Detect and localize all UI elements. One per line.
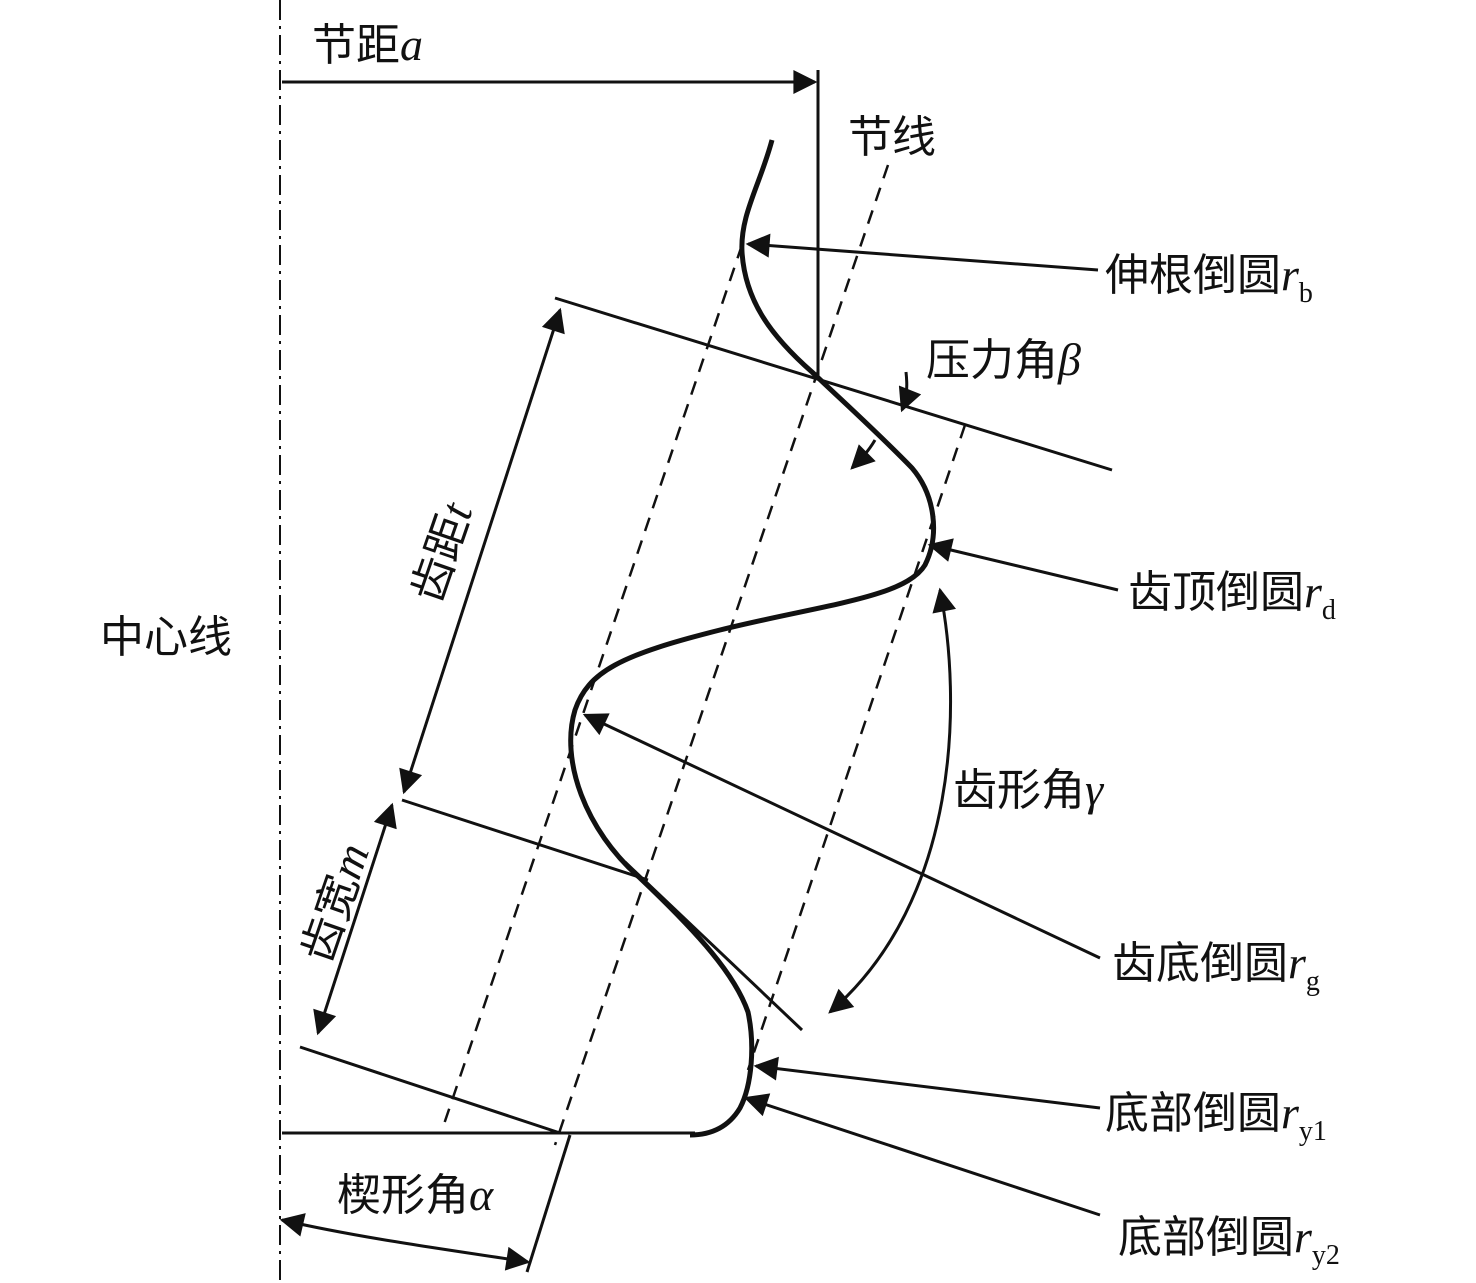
base-fillet-1-label: 底部倒圆ry1: [1105, 1087, 1327, 1147]
pitch-line-label: 节线: [848, 112, 936, 163]
tooth-pitch-upper-line: [554, 296, 1113, 472]
tooth-pitch-lower-line: [401, 798, 649, 882]
tip-fillet-label: 齿顶倒圆rd: [1128, 566, 1336, 626]
tooth-width-lower-line: [299, 1045, 561, 1135]
pitch-label: 节距a: [312, 19, 423, 71]
bottom-fillet-label: 齿底倒圆rg: [1112, 937, 1320, 997]
dashed-line-1: [440, 244, 744, 1131]
pressure-angle-label: 压力角β: [926, 334, 1081, 386]
base-fillet-1-leader: [753, 1056, 1101, 1110]
tip-fillet-leader: [927, 538, 1119, 592]
root-fillet-label: 伸根倒圆rb: [1105, 249, 1313, 309]
tooth-width-label: 齿宽m: [291, 837, 380, 969]
pitch-line: [553, 164, 890, 1146]
pressure-angle-arc-lower: [850, 439, 877, 470]
wedge-angle-arc: [279, 1213, 531, 1271]
tooth-pitch-label: 齿距t: [401, 495, 483, 608]
wedge-angle-label: 楔形角α: [337, 1169, 494, 1221]
profile-angle-label: 齿形角γ: [953, 764, 1105, 816]
bottom-fillet-leader: [582, 713, 1101, 960]
wedge-line: [525, 1134, 572, 1273]
pressure-angle-arc: [898, 371, 922, 413]
tooth-pitch-arrow: [399, 307, 565, 795]
tooth-width-arrow: [313, 802, 397, 1036]
profile-angle-arc: [828, 587, 956, 1014]
tooth-profile-curve: [568, 139, 937, 1138]
base-fillet-2-label: 底部倒圆ry2: [1118, 1211, 1340, 1271]
root-fillet-leader: [745, 233, 1099, 272]
base-fillet-2-leader: [743, 1093, 1101, 1217]
center-line-label: 中心线: [100, 612, 232, 663]
